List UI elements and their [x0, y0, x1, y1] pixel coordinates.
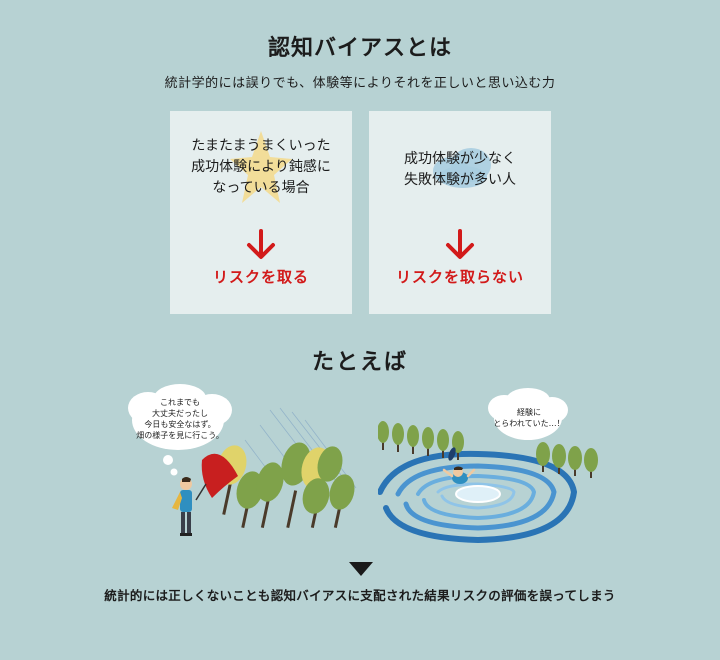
page-title: 認知バイアスとは [267, 36, 452, 61]
bubble-line: 経験に [517, 408, 541, 417]
page-subtitle: 統計学的には誤りでも、体験等によりそれを正しいと思い込む力 [164, 76, 556, 91]
card-line: 失敗体験が多い人 [404, 172, 516, 188]
card-result: リスクを取らない [395, 268, 524, 286]
example-scene-storm: これまでも 大丈夫だったし 今日も安全なはず。 畑の様子を見に行こう。 [120, 380, 360, 540]
whirlpool-icon [378, 450, 578, 544]
card-risk-avoiding: 成功体験が少なく 失敗体験が多い人 リスクを取らない [369, 111, 551, 314]
man-icon [172, 477, 192, 536]
card-line: なっている場合 [212, 180, 310, 196]
speech-bubble-icon [488, 388, 568, 440]
speech-bubble-text: これまでも 大丈夫だったし 今日も安全なはず。 畑の様子を見に行こう。 [134, 397, 226, 441]
card-risk-taking: たまたまうまくいった 成功体験により鈍感に なっている場合 リスクを取る [170, 111, 352, 314]
bubble-line: 畑の様子を見に行こう。 [136, 431, 224, 440]
example-heading: たとえば [311, 350, 408, 375]
card-line: 成功体験により鈍感に [191, 159, 331, 175]
conclusion-text: 統計的には正しくないことも認知バイアスに支配された結果リスクの評価を誤ってしまう [104, 588, 616, 603]
speech-bubble-icon [128, 384, 232, 476]
bubble-line: 今日も安全なはず。 [144, 420, 216, 429]
example-scene-flood: 経験に とらわれていた…！ [378, 380, 608, 555]
cloud-icon [433, 148, 491, 188]
card-description: 成功体験が少なく 失敗体験が多い人 [369, 149, 551, 191]
trees-icon [378, 421, 598, 478]
card-line: 成功体験が少なく [404, 151, 516, 167]
triangle-down-icon [349, 562, 373, 576]
star-icon [230, 131, 292, 203]
trees-icon [217, 442, 355, 529]
card-result: リスクを取る [212, 268, 309, 286]
drowning-person-icon [442, 447, 476, 484]
storm-illustration [128, 384, 357, 536]
card-description: たまたまうまくいった 成功体験により鈍感に なっている場合 [170, 136, 352, 199]
umbrella-icon [195, 453, 238, 501]
card-line: たまたまうまくいった [191, 138, 331, 154]
speech-bubble-text: 経験に とらわれていた…！ [490, 407, 568, 429]
bubble-line: 大丈夫だったし [152, 409, 208, 418]
arrow-down-icon [446, 229, 474, 259]
bubble-line: とらわれていた…！ [493, 419, 565, 428]
bubble-line: これまでも [160, 398, 200, 407]
flood-illustration [378, 388, 598, 544]
arrow-down-icon [247, 229, 275, 259]
